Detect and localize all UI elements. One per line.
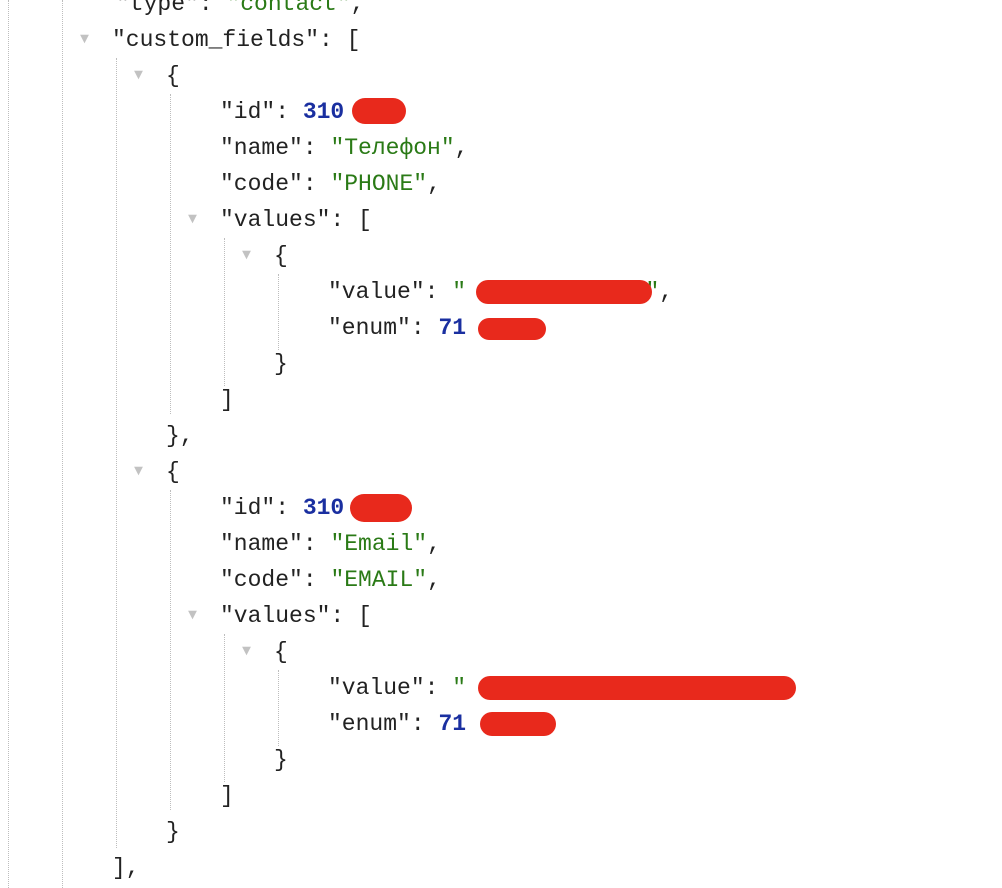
json-object-open: { (166, 459, 180, 485)
json-line-values: "values": [ (220, 207, 372, 233)
indent-guide (170, 490, 171, 810)
json-object-open: { (274, 243, 288, 269)
json-line-custom-fields: "custom_fields": [ (112, 27, 361, 53)
json-string: "PHONE" (330, 171, 428, 197)
json-array-close: ] (220, 387, 234, 413)
json-key: "custom_fields" (112, 27, 320, 53)
json-string: "EMAIL" (330, 567, 428, 593)
redaction-mark (352, 98, 406, 124)
indent-guide (278, 670, 279, 746)
indent-guide (278, 274, 279, 350)
json-line-code: "code": "PHONE", (220, 171, 441, 197)
redaction-mark (350, 494, 412, 522)
json-line-code: "code": "EMAIL", (220, 567, 441, 593)
json-line-id: "id": 310 , (220, 495, 399, 521)
json-line-enum: "enum": 71 (328, 315, 467, 341)
json-number: 71 (438, 711, 467, 737)
json-line-enum: "enum": 71 (328, 711, 467, 737)
collapse-toggle-icon[interactable]: ▼ (80, 31, 90, 48)
collapse-toggle-icon[interactable]: ▼ (188, 607, 198, 624)
json-line-name: "name": "Email", (220, 531, 441, 557)
collapse-toggle-icon[interactable]: ▼ (134, 463, 144, 480)
indent-guide (170, 94, 171, 414)
collapse-toggle-icon[interactable]: ▼ (242, 643, 252, 660)
json-number: 310 (302, 99, 345, 125)
json-line-type: "type": "contact", (116, 0, 364, 22)
json-key: "type" (116, 0, 199, 17)
json-array-close: ] (220, 783, 234, 809)
collapse-toggle-icon[interactable]: ▼ (188, 211, 198, 228)
indent-guide (8, 0, 9, 888)
json-line-value: "value": " ", (328, 279, 674, 305)
json-string: "Телефон" (330, 135, 455, 161)
json-number: 310 (302, 495, 345, 521)
json-string: " (452, 675, 467, 701)
json-object-close: }, (166, 423, 194, 449)
redaction-mark (478, 318, 546, 340)
json-object-close: } (274, 747, 288, 773)
json-string: "Email" (330, 531, 428, 557)
collapse-toggle-icon[interactable]: ▼ (134, 67, 144, 84)
json-object-close: } (274, 351, 288, 377)
json-line-name: "name": "Телефон", (220, 135, 469, 161)
json-string: " (452, 279, 467, 305)
json-number: 71 (438, 315, 467, 341)
indent-guide (116, 58, 117, 848)
redaction-mark (480, 712, 556, 736)
redaction-mark (476, 280, 652, 304)
json-string: "contact" (226, 0, 351, 17)
collapse-toggle-icon[interactable]: ▼ (242, 247, 252, 264)
indent-guide (224, 238, 225, 386)
json-object-close: } (166, 819, 180, 845)
indent-guide (224, 634, 225, 782)
json-object-open: { (274, 639, 288, 665)
json-line-values: "values": [ (220, 603, 372, 629)
redaction-mark (478, 676, 796, 700)
json-array-close: ], (112, 855, 140, 881)
json-object-open: { (166, 63, 180, 89)
indent-guide (62, 0, 63, 888)
